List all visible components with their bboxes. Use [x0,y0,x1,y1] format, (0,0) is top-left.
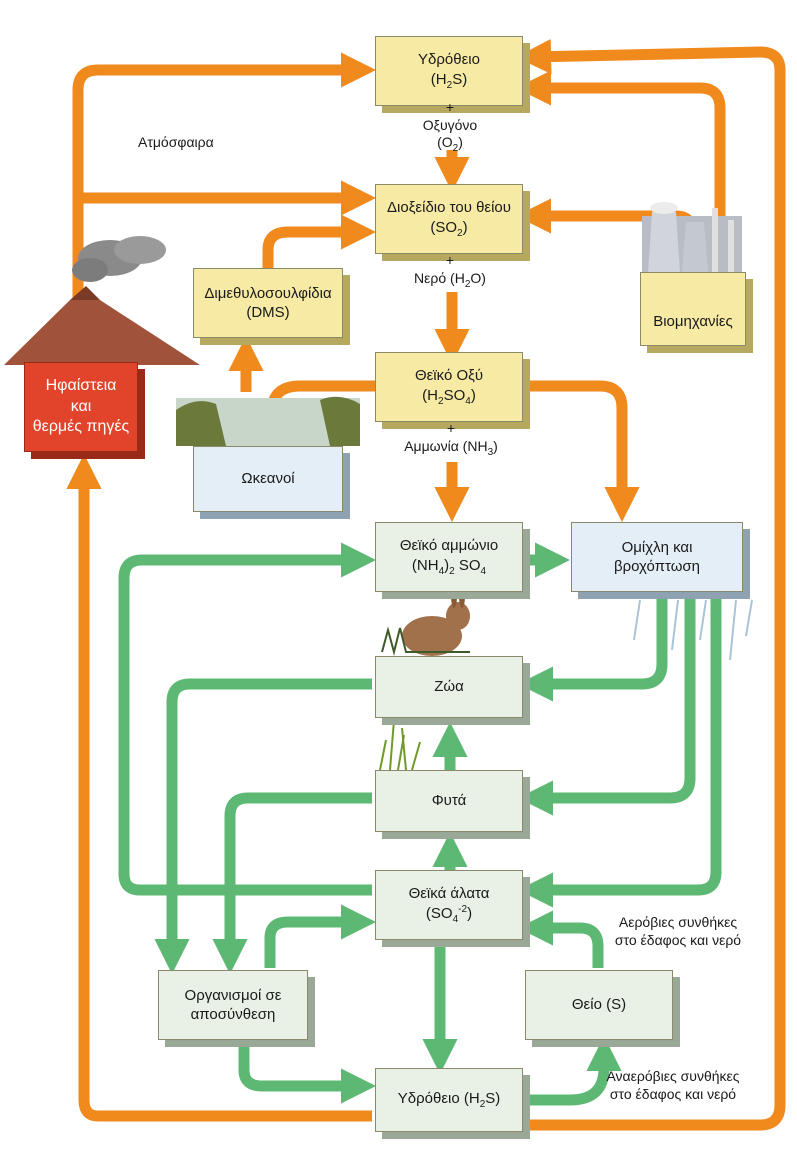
h2s-soil-label: Υδρόθειο (H2S) [397,1090,501,1110]
arrow-h2so4-to-fog [525,380,640,523]
arrow-sulfur-to-sulfate [517,910,604,968]
water-label: + Νερό (H2O) [388,252,512,291]
oxygen-formula: (O2) [437,134,463,154]
plus-sign: + [445,252,455,268]
fog-line2: βροχόπτωση [613,558,701,575]
fog-line1: Ομίχλη και [621,538,693,556]
h2s-title: Υδρόθειο [418,51,480,69]
decomposers-line1: Οργανισμοί σε [184,986,282,1004]
rain-streaks-icon [633,599,753,661]
dms-abbrev: (DMS) [246,304,290,321]
ammonia-label: + Αμμωνία (NH3) [384,420,518,459]
sulfate-salts-box: Θεϊκά άλατα (SO4-2) [375,870,523,940]
arrow-decomposers-to-h2s [238,1040,377,1104]
industry-box: Βιομηχανίες [640,272,746,346]
anaerobic-conditions-label: Αναερόβιες συνθήκες στο έδαφος και νερό [590,1068,756,1103]
plus-sign: + [445,99,455,115]
h2s-formula: (H2S) [430,70,468,91]
so2-box: Διοξείδιο του θείου (SO2) [375,184,523,254]
plus-sign: + [446,420,456,436]
arrow-decomposers-to-sulfate [264,904,377,968]
aerobic-conditions-label: Αερόβιες συνθήκες στο έδαφος και νερό [598,914,758,949]
volcano-box: Ηφαίστεια και θερμές πηγές [24,362,138,452]
anaerobic-line2: στο έδαφος και νερό [609,1085,737,1102]
volcano-line3: θερμές πηγές [32,418,130,436]
arrow-fog-to-animals [517,596,668,702]
volcano-icon [4,236,200,365]
h2so4-formula: (H2SO4) [422,386,476,407]
atmosphere-label: Ατμόσφαιρα [138,134,214,150]
ammonium-title: Θεϊκό αμμώνιο [399,537,499,555]
decomposers-line2: αποσύνθεση [190,1006,276,1023]
h2s-atmosphere-box: Υδρόθειο (H2S) [375,36,523,106]
sulfate-title: Θεϊκά άλατα [408,884,490,902]
arrow-bottom-h2s-to-top-h2s [515,38,786,1131]
arrow-fog-to-plants [517,596,696,816]
animals-box: Ζώα [375,656,523,718]
animals-label: Ζώα [434,678,464,696]
so2-title: Διοξείδιο του θείου [387,199,511,217]
volcano-line1: Ηφαίστεια [45,376,117,394]
arrow-plants-to-decomposers [212,792,372,975]
oxygen-name: Οξυγόνο [422,116,478,133]
coastline-icon [176,396,360,446]
arrow-volcano-to-h2s [72,52,377,365]
so2-formula: (SO2) [430,218,468,239]
dms-title: Διμεθυλοσουλφίδια [204,284,332,302]
anaerobic-line1: Αναερόβιες συνθήκες [606,1068,740,1084]
h2so4-title: Θεϊκό Οξύ [414,367,484,385]
decomposers-box: Οργανισμοί σε αποσύνθεση [158,970,308,1040]
oceans-box: Ωκεανοί [193,446,343,512]
grass-icon [379,719,421,771]
rabbit-icon [381,584,470,656]
sulfur-box: Θείο (S) [525,970,673,1040]
aerobic-line1: Αερόβιες συνθήκες [618,914,738,930]
volcano-line2: και [70,397,92,415]
oceans-label: Ωκεανοί [241,470,295,488]
industry-label: Βιομηχανίες [653,312,733,330]
plants-label: Φυτά [431,792,467,810]
factory-icon [642,202,742,272]
dms-box: Διμεθυλοσουλφίδια (DMS) [193,268,343,338]
arrow-animals-to-decomposers [154,678,372,975]
ammonium-sulfate-box: Θεϊκό αμμώνιο (NH4)2 SO4 [375,522,523,592]
h2s-soil-box: Υδρόθειο (H2S) [375,1068,523,1132]
fog-rain-box: Ομίχλη και βροχόπτωση [571,522,743,592]
oxygen-label: + Οξυγόνο (O2) [402,99,498,155]
plants-box: Φυτά [375,770,523,832]
sulfur-label: Θείο (S) [571,996,627,1014]
aerobic-line2: στο έδαφος και νερό [614,931,742,948]
ammonia-formula: Αμμωνία (NH3) [404,437,498,458]
arrow-bottom-h2s-to-volcano [66,453,372,1122]
ammonium-formula: (NH4)2 SO4 [411,556,487,577]
h2so4-box: Θεϊκό Οξύ (H2SO4) [375,352,523,422]
arrow-sulfate-to-ammonium [118,542,377,896]
arrow-fog-to-sulfate [517,596,722,908]
sulfate-formula: (SO4-2) [425,904,473,926]
arrow-h2s-to-sulfur [524,1035,622,1106]
water-formula: Νερό (H2O) [414,269,486,290]
arrow-industry-to-h2s [515,70,726,240]
arrow-dms-to-so2 [262,214,377,270]
